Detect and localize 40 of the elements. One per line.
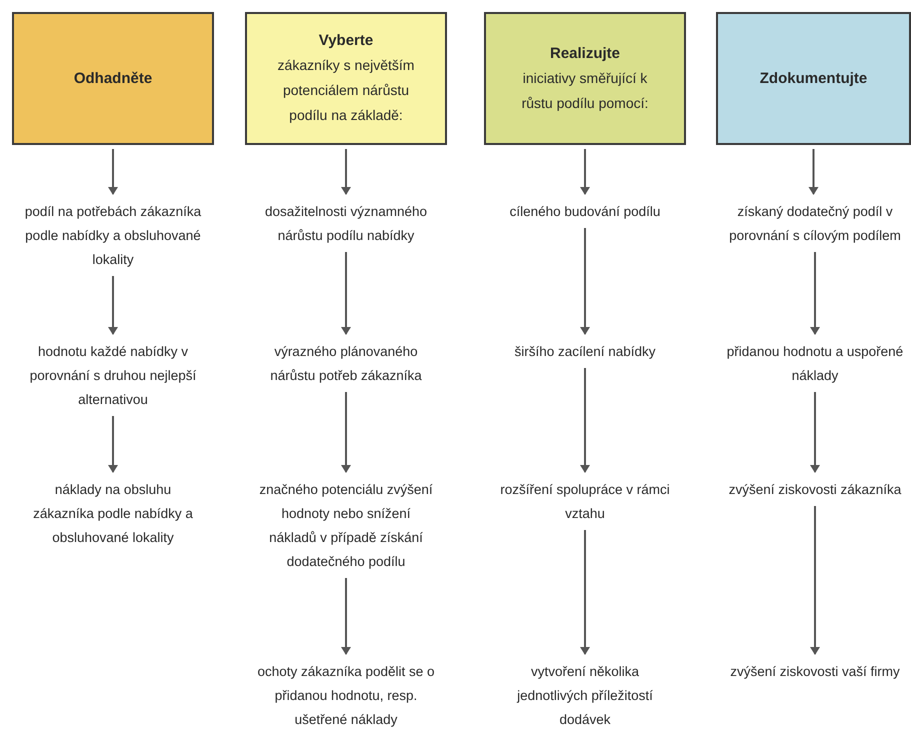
- criterion-text: získaný dodatečný podíl v porovnání s cílovým podílem: [725, 200, 905, 248]
- criterion-text: zvýšení ziskovosti vaší firmy: [725, 660, 905, 684]
- arrow: [580, 530, 590, 655]
- arrow: [108, 276, 118, 335]
- arrow: [341, 578, 351, 655]
- arrow: [580, 149, 590, 195]
- step-heading: Realizujte: [550, 44, 620, 64]
- criterion-text: hodnotu každé nabídky v porovnání s druhou nejlepší alternativou: [23, 340, 203, 412]
- arrow: [580, 368, 590, 473]
- arrow: [341, 252, 351, 335]
- criterion-text: rozšíření spolupráce v rámci vztahu: [495, 478, 675, 526]
- step-heading: Odhadněte: [74, 68, 152, 88]
- criterion-text: dosažitelnosti významného nárůstu podílu nabídky: [256, 200, 436, 248]
- criterion-text: ochoty zákazníka podělit se o přidanou hodnotu, resp. ušetřené náklady: [256, 660, 436, 732]
- arrow: [580, 228, 590, 335]
- arrow: [810, 392, 820, 473]
- criterion-text: výrazného plánovaného nárůstu potřeb zákazníka: [256, 340, 436, 388]
- arrow: [810, 506, 820, 655]
- arrow: [810, 252, 820, 335]
- arrow: [108, 416, 118, 473]
- step-box: [716, 12, 911, 145]
- criterion-text: zvýšení ziskovosti zákazníka: [725, 478, 905, 502]
- criterion-text: náklady na obsluhu zákazníka podle nabídky a obsluhované lokality: [23, 478, 203, 550]
- step-box: [484, 12, 686, 145]
- criterion-text: přidanou hodnotu a uspořené náklady: [725, 340, 905, 388]
- criterion-text: cíleného budování podílu: [495, 200, 675, 224]
- arrow: [808, 149, 818, 195]
- arrow: [341, 149, 351, 195]
- arrow: [341, 392, 351, 473]
- criterion-text: vytvoření několika jednotlivých příležitostí dodávek: [495, 660, 675, 732]
- step-box: [245, 12, 447, 145]
- step-box: [12, 12, 214, 145]
- criterion-text: širšího zacílení nabídky: [495, 340, 675, 364]
- arrow: [108, 149, 118, 195]
- step-description: iniciativy směřující k růstu podílu pomocí:: [520, 68, 650, 113]
- criterion-text: značného potenciálu zvýšení hodnoty nebo snížení nákladů v případě získání dodatečného podílu: [256, 478, 436, 574]
- criterion-text: podíl na potřebách zákazníka podle nabídky a obsluhované lokality: [23, 200, 203, 272]
- step-heading: Vyberte: [318, 31, 374, 51]
- step-description: zákazníky s největším potenciálem nárůstu podílu na základě:: [276, 56, 416, 125]
- step-heading: Zdokumentujte: [760, 68, 868, 88]
